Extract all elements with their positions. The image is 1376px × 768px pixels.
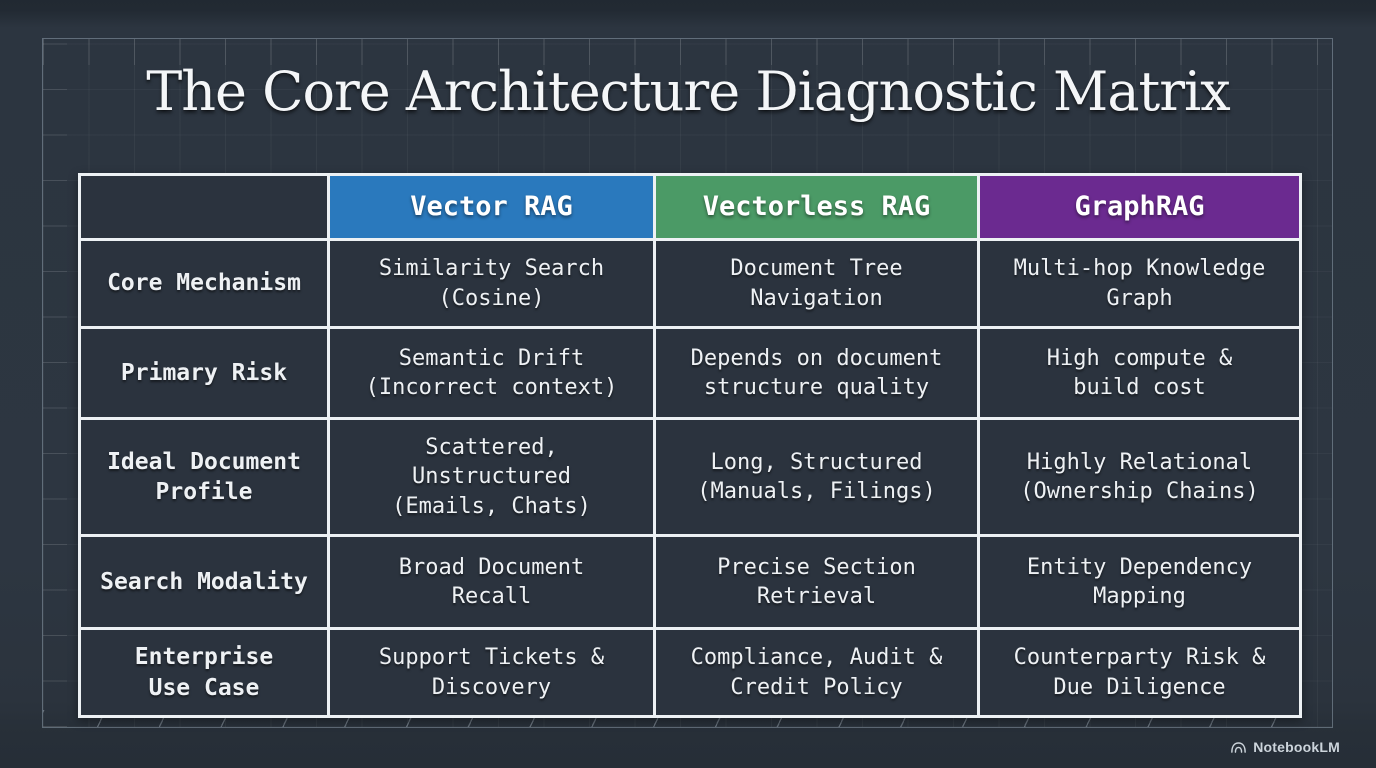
table-cell: Precise Section Retrieval [656,537,977,627]
page-title: The Core Architecture Diagnostic Matrix [146,60,1231,123]
table-cell: Compliance, Audit & Credit Policy [656,630,977,715]
diagnostic-matrix-table: Vector RAG Vectorless RAG GraphRAG Core … [78,173,1302,718]
column-header-vectorless-rag: Vectorless RAG [656,176,977,238]
table-cell: Similarity Search (Cosine) [330,241,653,326]
column-header-vector-rag: Vector RAG [330,176,653,238]
table-cell: Semantic Drift (Incorrect context) [330,329,653,417]
column-header-graphrag: GraphRAG [980,176,1299,238]
table-cell: Counterparty Risk & Due Diligence [980,630,1299,715]
notebooklm-logo-icon [1230,741,1247,754]
table-cell: Depends on document structure quality [656,329,977,417]
table-cell: Broad Document Recall [330,537,653,627]
table-cell: Multi-hop Knowledge Graph [980,241,1299,326]
table-cell: Long, Structured (Manuals, Filings) [656,420,977,534]
table-cell: Entity Dependency Mapping [980,537,1299,627]
column-header-empty [81,176,327,238]
row-label-search-modality: Search Modality [81,537,327,627]
row-label-primary-risk: Primary Risk [81,329,327,417]
table-cell: High compute & build cost [980,329,1299,417]
row-label-enterprise-use-case: Enterprise Use Case [81,630,327,715]
table-cell: Support Tickets & Discovery [330,630,653,715]
table-cell: Highly Relational (Ownership Chains) [980,420,1299,534]
row-label-core-mechanism: Core Mechanism [81,241,327,326]
row-label-ideal-document-profile: Ideal Document Profile [81,420,327,534]
table-cell: Scattered, Unstructured (Emails, Chats) [330,420,653,534]
notebooklm-watermark: NotebookLM [1230,739,1340,755]
blueprint-grid-ticks-left [43,39,67,727]
notebooklm-label: NotebookLM [1253,739,1340,755]
table-cell: Document Tree Navigation [656,241,977,326]
